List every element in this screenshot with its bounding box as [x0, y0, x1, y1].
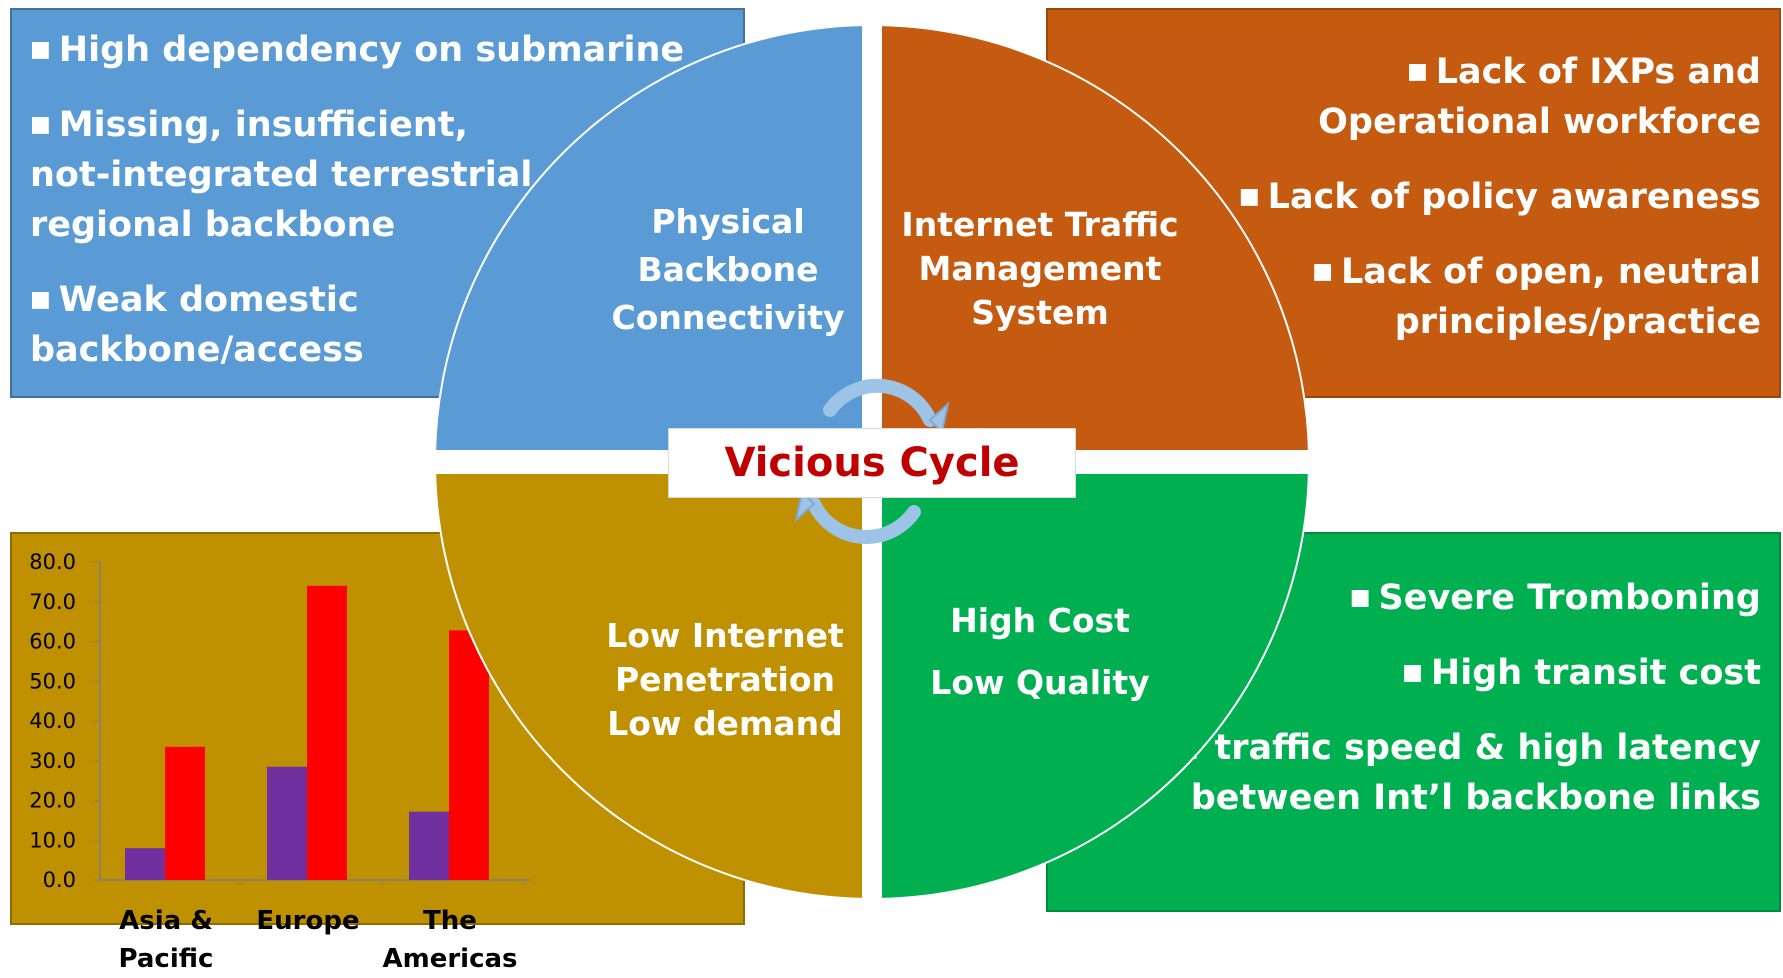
bullet-text: Lack of policy awareness — [1267, 177, 1761, 217]
low-penetration-line1: Low Internet Penetration Low demand — [606, 616, 844, 743]
bullet-item: ■ High dependency on submarine — [30, 25, 684, 75]
bullet-item: ■ Severe Tromboning — [1095, 573, 1761, 623]
bullet-line: between Int’l backbone links — [1095, 773, 1761, 823]
bullet-line: ■ Lack of open, neutral — [1239, 247, 1761, 297]
quadrant-top-left — [436, 26, 872, 462]
bullet-text: Missing, insufficient, — [58, 105, 468, 145]
quadrant-bottom-left — [436, 462, 872, 898]
bar-series-1-2 — [409, 811, 449, 880]
bullet-square-icon: ■ — [1402, 660, 1423, 685]
bullet-item: ■ High transit cost — [1095, 648, 1761, 698]
bar-series-1-0 — [125, 848, 165, 880]
category-label-europe: Europe — [256, 906, 360, 936]
y-tick-label: 10.0 — [29, 828, 76, 852]
bullet-line: ■ High dependency on submarine — [30, 25, 684, 75]
quadrant-bottom-right — [872, 462, 1308, 898]
y-tick-label: 50.0 — [29, 669, 76, 693]
y-tick-label: 60.0 — [29, 630, 76, 654]
bullet-item: ■ Missing, insufficient, not-integrated te… — [30, 100, 684, 250]
y-tick-label: 80.0 — [29, 550, 76, 574]
bullet-text: Severe Tromboning — [1378, 578, 1761, 618]
bullet-square-icon: ■ — [1406, 59, 1428, 84]
bullet-line: not-integrated terrestrial — [30, 150, 684, 200]
bullet-line: ■ High transit cost — [1095, 648, 1761, 698]
y-tick-label: 20.0 — [29, 789, 76, 813]
bullet-line: principles/practice — [1239, 297, 1761, 347]
bullet-line: ■ Missing, insufficient, — [30, 100, 684, 150]
bullet-line: ■ Lack of policy awareness — [1239, 172, 1761, 222]
bullet-text: between Int’l backbone links — [1190, 778, 1761, 818]
bullet-text: principles/practice — [1394, 302, 1761, 342]
bullet-line: backbone/access — [30, 325, 684, 375]
bullet-text: not-integrated terrestrial — [30, 155, 533, 195]
bar-series-2-1 — [307, 585, 347, 880]
bullet-text: Lack of IXPs and — [1435, 52, 1761, 92]
category-label-asia-pacific: Asia & Pacific — [118, 906, 214, 974]
bullet-square-icon: ■ — [30, 287, 51, 312]
bullet-square-icon: ■ — [1312, 259, 1333, 284]
quadrant-label-physical-backbone: Physical Backbone Connectivity — [611, 202, 845, 337]
bullet-item: ■Low traffic speed & high latencybetween… — [1095, 723, 1761, 823]
bullet-text: High dependency on submarine — [58, 30, 685, 70]
bullet-item: ■ Lack of open, neutral principles/practic… — [1239, 247, 1761, 347]
bullet-text: Lack of open, neutral — [1341, 252, 1761, 292]
quadrant-label-low-penetration: Low Internet Penetration Low demand — [580, 570, 870, 790]
bullet-item: ■ Weak domestic backbone/access — [30, 275, 684, 375]
cost-quality-bullets: ■ Severe Tromboning ■ High transit cost ■Low… — [1095, 573, 1761, 848]
y-tick-label: 0.0 — [43, 868, 76, 892]
bullet-text: backbone/access — [30, 330, 364, 370]
bullet-square-icon: ■ — [1238, 184, 1260, 209]
bullet-item: ■ Lack of policy awareness — [1239, 172, 1761, 222]
bullet-line: ■ Severe Tromboning — [1095, 573, 1761, 623]
bar-series-2-0 — [165, 746, 205, 880]
quadrant-label-cost-quality: High Cost Low Quality — [930, 601, 1150, 702]
penetration-bar-chart: 0.0 10.0 20.0 30.0 40.0 50.0 60.0 70.0 80.0 — [29, 550, 530, 892]
bullet-square-icon: ■ — [30, 37, 51, 62]
bullet-text: High transit cost — [1430, 653, 1761, 693]
bar-series-2-2 — [449, 630, 489, 880]
bar-series-1-1 — [267, 766, 307, 880]
bullet-line: ■ Weak domestic — [30, 275, 684, 325]
vicious-cycle-title: Vicious Cycle — [668, 428, 1076, 498]
bullet-text: Weak domestic — [58, 280, 359, 320]
quadrant-top-right — [872, 26, 1308, 462]
quadrant-label-traffic-management: Internet Traffic Management System — [901, 205, 1179, 332]
bullet-square-icon: ■ — [30, 112, 51, 137]
y-tick-label: 40.0 — [29, 709, 76, 733]
cycle-arrows-icon — [794, 378, 950, 544]
bullet-line: ■ Lack of IXPs and — [1239, 47, 1761, 97]
bullet-line: Operational workforce — [1239, 97, 1761, 147]
bullet-line: regional backbone — [30, 200, 684, 250]
y-tick-label: 30.0 — [29, 749, 76, 773]
y-tick-label: 70.0 — [29, 590, 76, 614]
physical-backbone-bullets: ■ High dependency on submarine ■ Missing, i… — [30, 25, 684, 400]
bullet-square-icon: ■ — [1349, 585, 1371, 610]
category-label-americas: The Americas — [382, 906, 518, 974]
bullet-text: Operational workforce — [1318, 102, 1761, 142]
bullet-text: regional backbone — [30, 205, 396, 245]
bullet-text: Low traffic speed & high latency — [1123, 728, 1761, 768]
